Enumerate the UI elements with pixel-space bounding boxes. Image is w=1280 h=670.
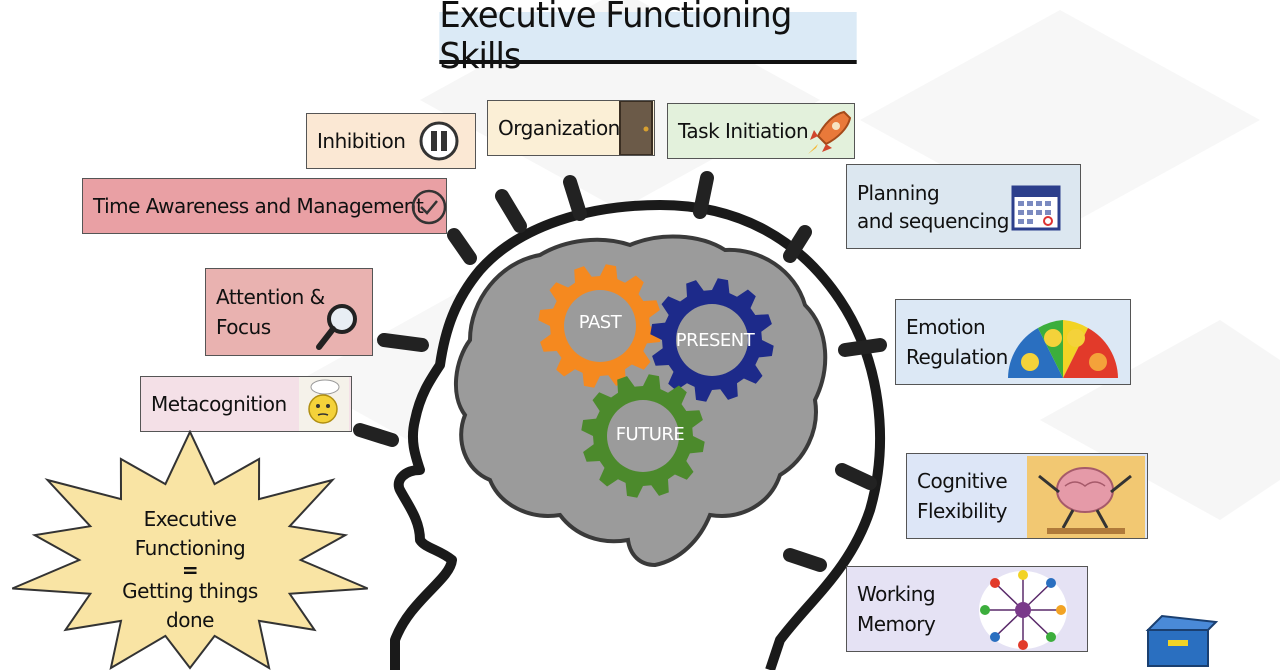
skill-label-task-initiation: Task Initiation (678, 119, 809, 143)
skill-label-memory-1: Working (857, 582, 936, 606)
flexible-brain-icon (1027, 456, 1145, 538)
gear-label-present: PRESENT (675, 330, 755, 351)
skill-box-attention: Attention & Focus (205, 268, 373, 356)
rocket-icon (808, 110, 852, 154)
skill-label-emotion-1: Emotion (906, 315, 986, 339)
starburst-line-1: Executive (143, 507, 237, 531)
starburst-line-3: = (181, 558, 199, 582)
skill-label-attention-2: Focus (216, 315, 271, 339)
door-icon (619, 101, 653, 155)
starburst-line-2: Functioning (134, 536, 246, 560)
gear-future-hub (607, 400, 679, 472)
magnifier-icon (316, 304, 357, 350)
skill-box-organization: Organization (487, 100, 655, 156)
gear-present-hub (676, 304, 748, 376)
skill-box-emotion: Emotion Regulation (895, 299, 1131, 385)
skill-box-memory: Working Memory (846, 566, 1088, 652)
emotion-meter-icon (1008, 320, 1118, 378)
skill-label-metacognition: Metacognition (151, 392, 287, 416)
skill-box-cognitive: Cognitive Flexibility (906, 453, 1148, 539)
skill-box-task-initiation: Task Initiation (667, 103, 855, 159)
starburst-text: Executive Functioning = Getting things d… (100, 505, 280, 635)
memory-web-icon (979, 570, 1067, 650)
skill-label-organization: Organization (498, 116, 620, 140)
skill-label-cognitive-2: Flexibility (917, 499, 1007, 523)
skill-label-memory-2: Memory (857, 612, 936, 636)
gear-label-future: FUTURE (615, 424, 685, 445)
pause-icon (419, 121, 459, 161)
thought-rays (353, 171, 887, 572)
clock-icon (411, 189, 447, 225)
starburst-line-5: done (166, 608, 214, 632)
page-title: Executive Functioning Skills (439, 0, 857, 77)
skill-label-time-management: Time Awareness and Management (93, 194, 424, 218)
starburst-line-4: Getting things (122, 579, 258, 603)
skill-label-attention-1: Attention & (216, 285, 325, 309)
skill-box-time-management: Time Awareness and Management (82, 178, 447, 234)
toolbox-icon (1145, 614, 1219, 667)
skill-label-inhibition: Inhibition (317, 129, 406, 153)
skill-label-planning-1: Planning (857, 180, 940, 205)
gear-past-hub (564, 290, 636, 362)
skill-box-planning: Planning and sequencing (846, 164, 1081, 249)
skill-box-metacognition: Metacognition (140, 376, 352, 432)
skill-label-emotion-2: Regulation (906, 345, 1008, 369)
skill-box-inhibition: Inhibition (306, 113, 476, 169)
calendar-icon (1011, 185, 1061, 231)
skill-label-cognitive-1: Cognitive (917, 469, 1008, 493)
skill-label-planning-2: and sequencing (857, 208, 1009, 233)
thinking-emoji-icon (299, 377, 349, 431)
starburst-callout (11, 430, 369, 670)
gear-label-past: PAST (578, 312, 622, 333)
